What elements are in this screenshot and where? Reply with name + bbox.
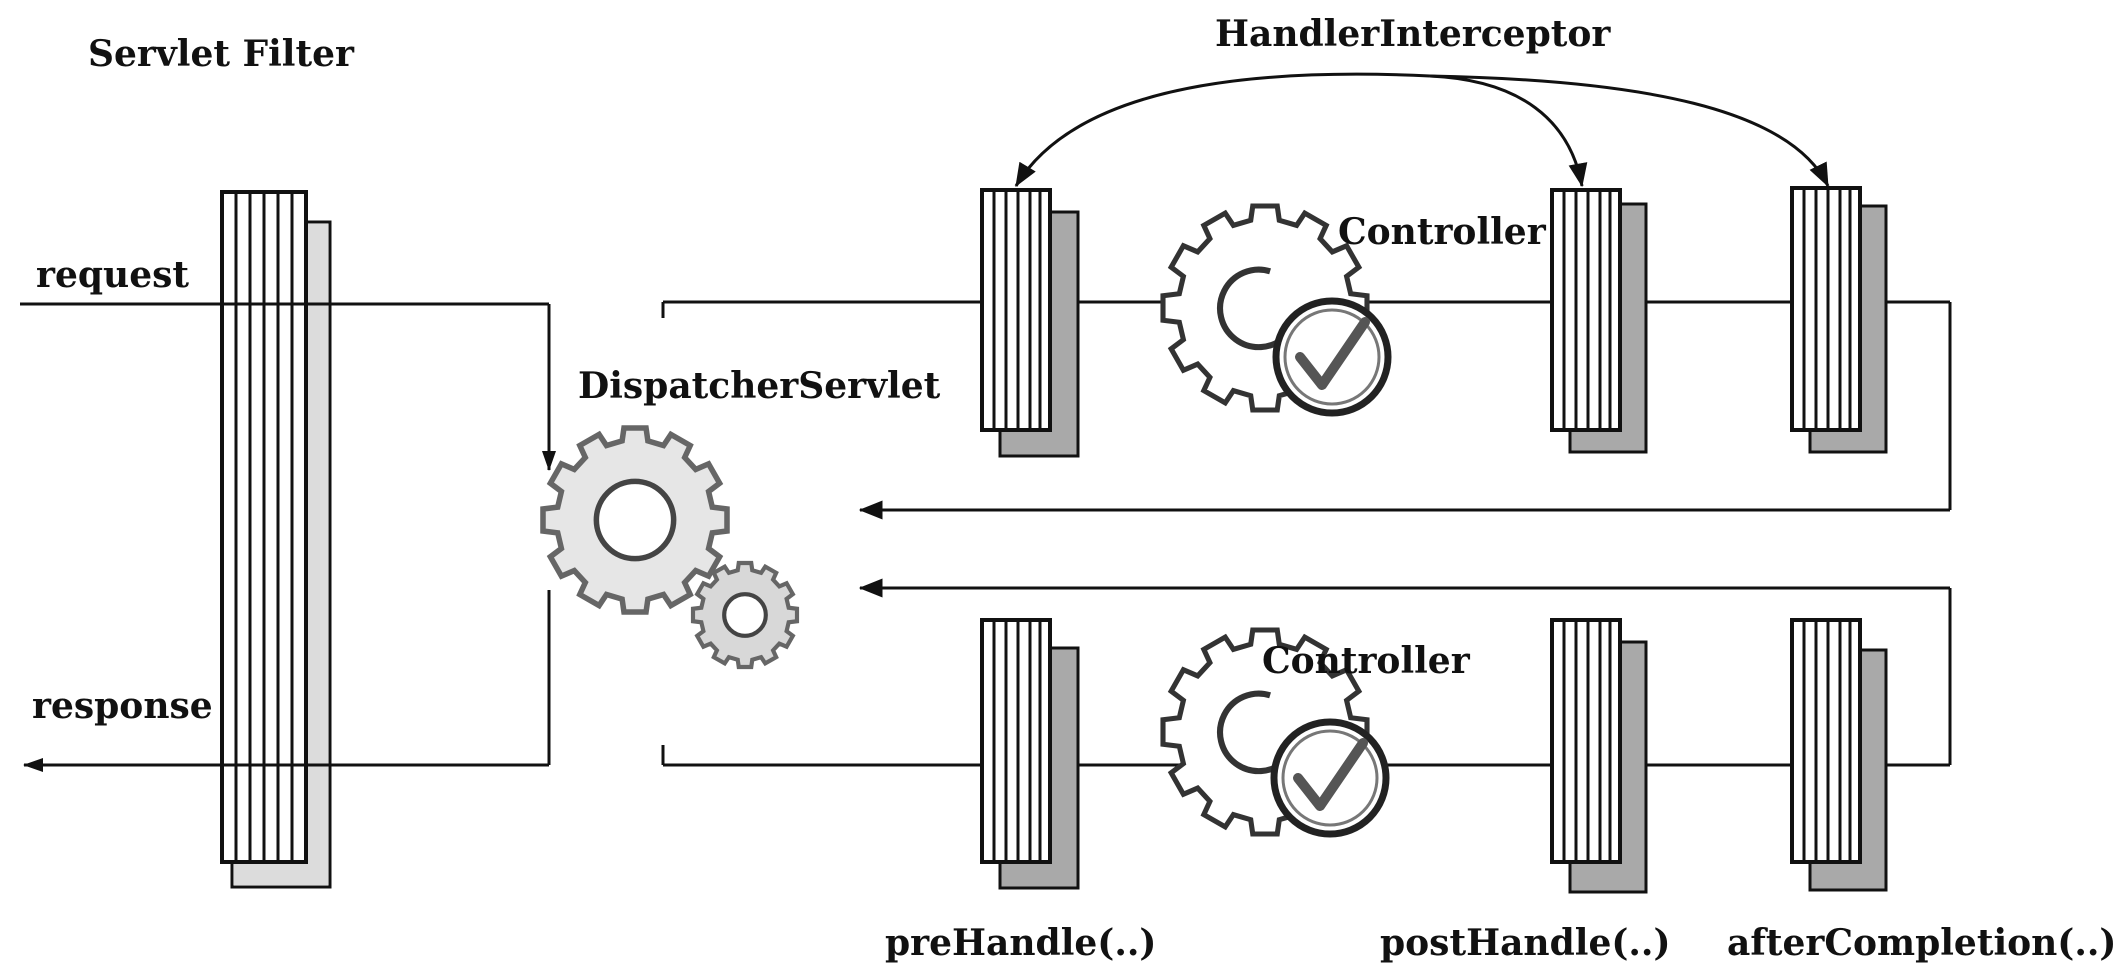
interceptor-posthandle-bottom	[1550, 618, 1648, 894]
interceptor-aftercompletion-top	[1790, 186, 1888, 454]
request-label: request	[36, 254, 189, 296]
posthandle-label: postHandle(..)	[1380, 922, 1670, 964]
prehandle-label: preHandle(..)	[885, 922, 1156, 964]
controller-bottom-label: Controller	[1262, 640, 1471, 682]
response-label: response	[32, 685, 213, 727]
aftercompletion-label: afterCompletion(..)	[1727, 922, 2116, 964]
interceptor-posthandle-top	[1550, 188, 1648, 454]
gear-check-icon	[1163, 206, 1392, 417]
interceptor-aftercompletion-bottom	[1790, 618, 1888, 892]
gear-check-icon	[1163, 630, 1390, 838]
dispatcher-servlet-label: DispatcherServlet	[578, 365, 941, 407]
gears-icon	[543, 428, 797, 667]
controller-bottom: Controller	[1163, 630, 1471, 838]
servlet-filter-block	[220, 190, 332, 889]
servlet-filter-title: Servlet Filter	[88, 33, 355, 75]
handler-interceptor-arrows	[1014, 72, 1830, 188]
interceptor-prehandle-top	[980, 188, 1080, 458]
controller-top: Controller	[1163, 206, 1547, 417]
interceptor-prehandle-bottom	[980, 618, 1080, 890]
controller-top-label: Controller	[1338, 211, 1547, 253]
handler-interceptor-title: HandlerInterceptor	[1215, 13, 1611, 55]
